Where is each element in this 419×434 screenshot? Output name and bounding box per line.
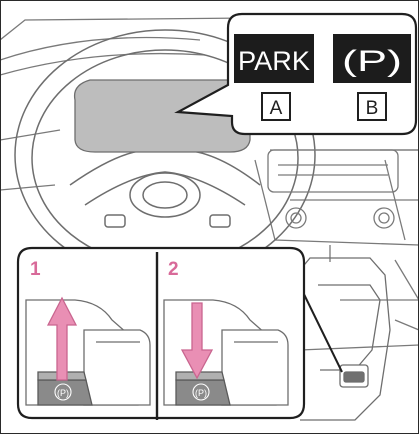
park-indicator-text: PARK: [238, 46, 310, 76]
center-console-vents: [268, 150, 398, 228]
center-console: [300, 258, 390, 420]
switch-symbol-2: (P): [195, 388, 207, 398]
parking-symbol-indicator-text: (P): [342, 45, 402, 78]
label-a: A: [270, 98, 283, 119]
label-b: B: [366, 98, 379, 119]
switch-symbol-1: (P): [57, 388, 69, 398]
step-2-number: 2: [168, 259, 179, 280]
step-1-number: 1: [30, 259, 41, 280]
